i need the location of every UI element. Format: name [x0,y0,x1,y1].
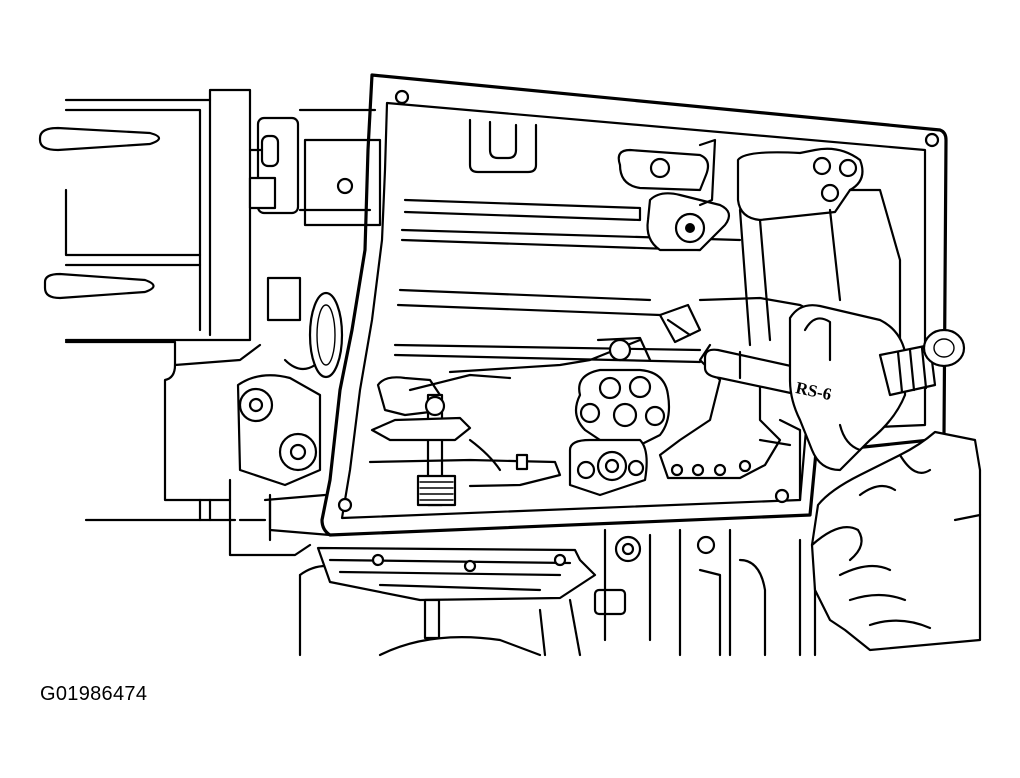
engine-block-left [38,88,382,557]
transmission-valve-body-illustration: RS-6 [38,73,982,657]
blow-gun-nozzle [703,348,802,397]
transmission-lower-housing [298,528,817,657]
valve-body-internals [368,118,902,507]
gasket-bolt-hole [337,497,353,513]
housing-slot-upper [38,126,161,152]
technician-hand [810,430,982,652]
air-blow-gun-tool: RS-6 [703,304,966,472]
gasket-bolt-hole [394,89,410,105]
detent-tab [658,303,702,344]
figure-caption: G01986474 [40,683,148,705]
gasket-bolt-hole [774,488,790,504]
blow-gun-body [788,304,907,472]
blow-gun-tip [922,328,966,368]
gasket-bolt-hole [924,132,940,148]
housing-slot-lower [43,272,155,300]
